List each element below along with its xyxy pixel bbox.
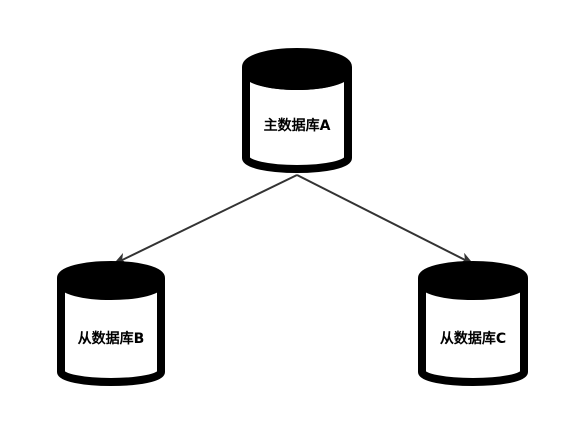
database-node-b[interactable]: 从数据库B xyxy=(57,261,165,386)
database-label-b: 从数据库B xyxy=(78,330,145,347)
edge-a-to-c xyxy=(296,174,474,265)
database-node-c[interactable]: 从数据库C xyxy=(418,261,528,386)
cylinder-body xyxy=(57,278,165,386)
cylinder-body xyxy=(418,278,528,386)
edge-a-to-b xyxy=(113,174,298,265)
database-label-c: 从数据库C xyxy=(440,330,506,347)
cylinder-top-rim xyxy=(242,71,352,90)
cylinder-body xyxy=(242,67,352,173)
edges xyxy=(113,174,474,265)
database-node-a[interactable]: 主数据库A xyxy=(242,48,352,173)
database-label-a: 主数据库A xyxy=(264,117,331,134)
cylinder-top-rim xyxy=(418,282,528,300)
cylinder-top-rim xyxy=(57,282,165,300)
